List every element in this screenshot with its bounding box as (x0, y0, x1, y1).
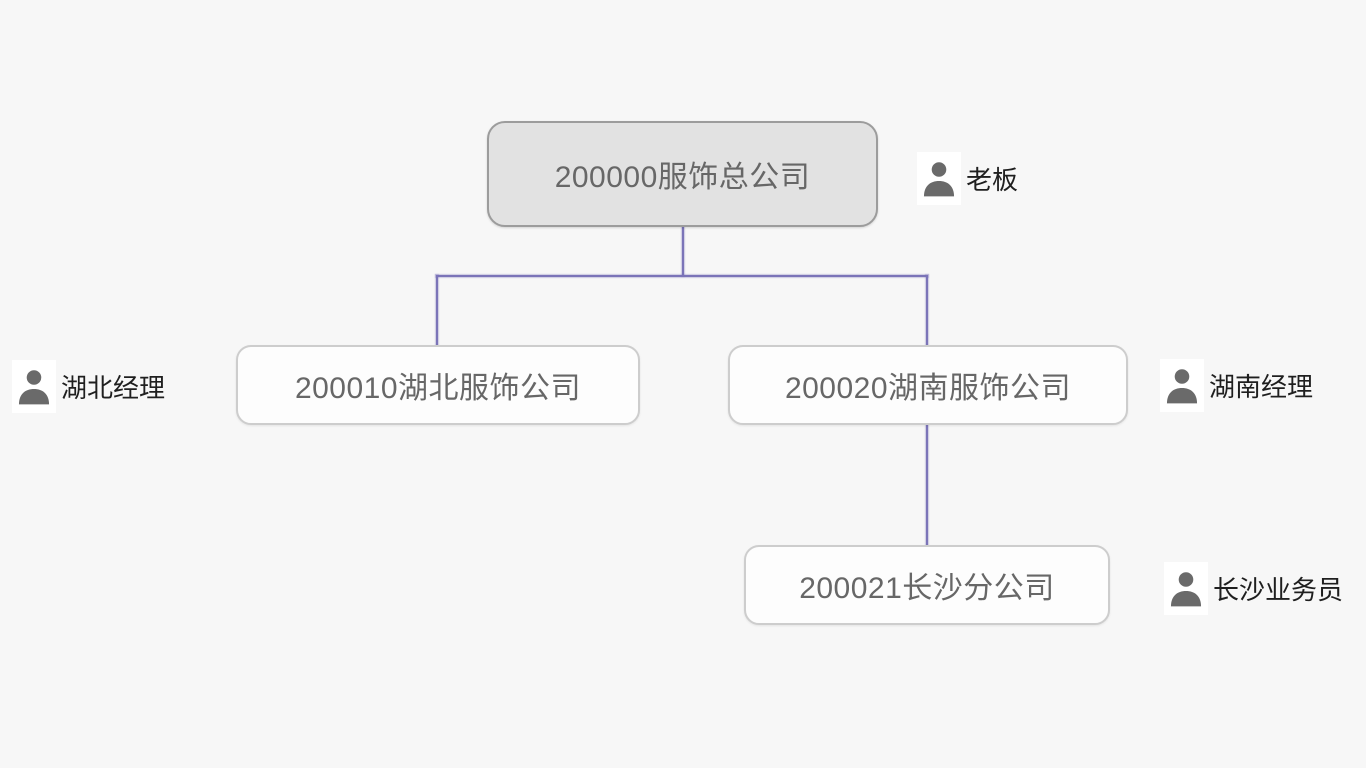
org-node-root-label: 200000服饰总公司 (554, 161, 811, 194)
connector-root-down (682, 226, 684, 276)
role-label-hubei-manager: 湖北经理 (12, 360, 165, 413)
person-icon (12, 360, 56, 413)
role-text-hunan-manager: 湖南经理 (1209, 372, 1314, 402)
org-node-hunan-label: 200020湖南服饰公司 (784, 372, 1072, 405)
org-node-changsha-label: 200021长沙分公司 (799, 572, 1055, 605)
connector-hunan-to-changsha (926, 425, 928, 545)
role-text-hubei-manager: 湖北经理 (61, 373, 166, 403)
role-label-hunan-manager: 湖南经理 (1160, 359, 1313, 412)
connector-to-hubei (436, 275, 438, 345)
org-node-hubei-label: 200010湖北服饰公司 (294, 372, 582, 405)
role-label-changsha-sales: 长沙业务员 (1164, 562, 1343, 615)
role-text-changsha-sales: 长沙业务员 (1213, 575, 1344, 605)
role-label-boss: 老板 (917, 152, 1018, 205)
connector-to-hunan (926, 275, 928, 345)
org-node-hubei[interactable]: 200010湖北服饰公司 (236, 345, 640, 425)
person-icon (1160, 359, 1204, 412)
person-icon (1164, 562, 1208, 615)
org-node-changsha[interactable]: 200021长沙分公司 (744, 545, 1110, 625)
connector-horizontal (436, 275, 928, 277)
org-node-root[interactable]: 200000服饰总公司 (487, 121, 878, 227)
role-text-boss: 老板 (966, 165, 1019, 195)
org-node-hunan[interactable]: 200020湖南服饰公司 (728, 345, 1128, 425)
person-icon (917, 152, 961, 205)
